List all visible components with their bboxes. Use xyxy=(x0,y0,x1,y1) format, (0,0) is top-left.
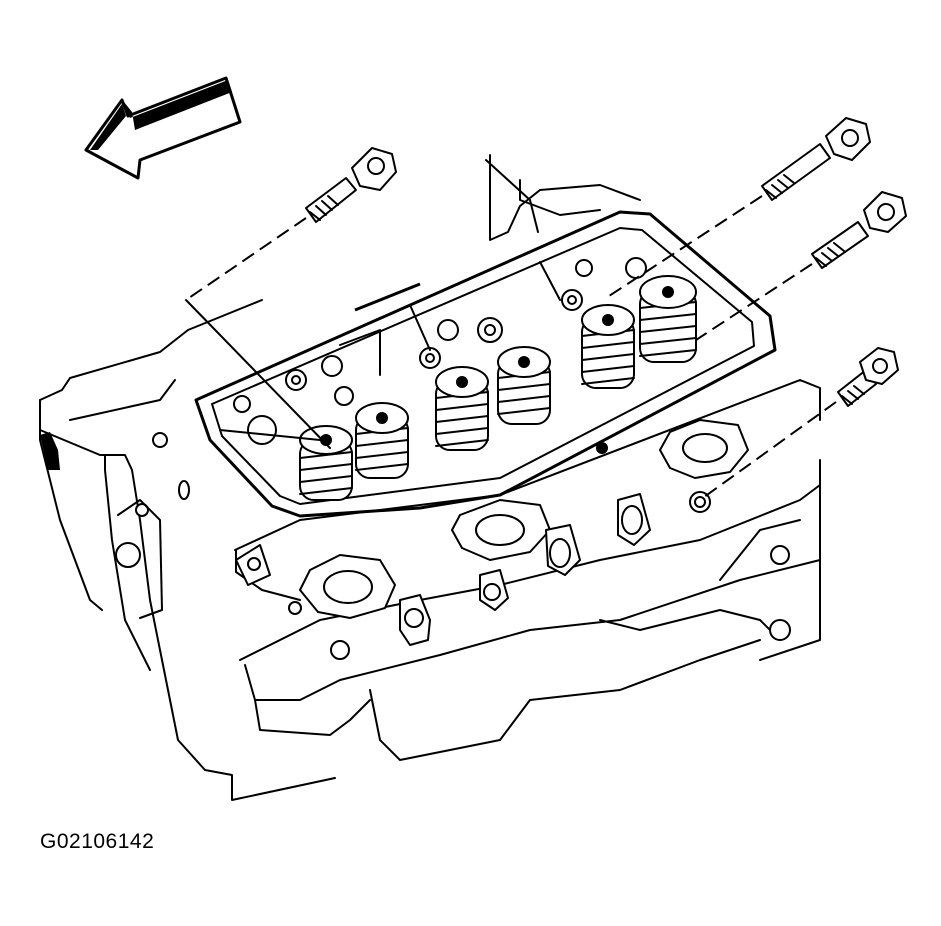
valve-springs xyxy=(299,275,697,501)
valve-spring-3 xyxy=(435,366,489,451)
head-bolt-1 xyxy=(305,147,397,223)
cylinder-head xyxy=(194,154,821,761)
bolt-alignment-lines xyxy=(185,195,837,501)
valve-spring-4 xyxy=(497,346,551,425)
engine-block xyxy=(39,299,336,801)
head-bolt-2 xyxy=(761,117,871,201)
figure-id-label: G02106142 xyxy=(40,830,155,853)
front-direction-arrow xyxy=(84,76,242,180)
valve-spring-6 xyxy=(639,275,697,363)
valve-spring-5 xyxy=(581,304,635,389)
head-internal-details xyxy=(233,257,647,454)
head-bosses xyxy=(235,491,711,660)
head-bolt-4 xyxy=(837,347,899,407)
exhaust-ports xyxy=(299,419,749,619)
head-bolt-3 xyxy=(811,191,907,269)
valve-spring-2 xyxy=(355,402,409,479)
valve-spring-1 xyxy=(299,425,353,501)
